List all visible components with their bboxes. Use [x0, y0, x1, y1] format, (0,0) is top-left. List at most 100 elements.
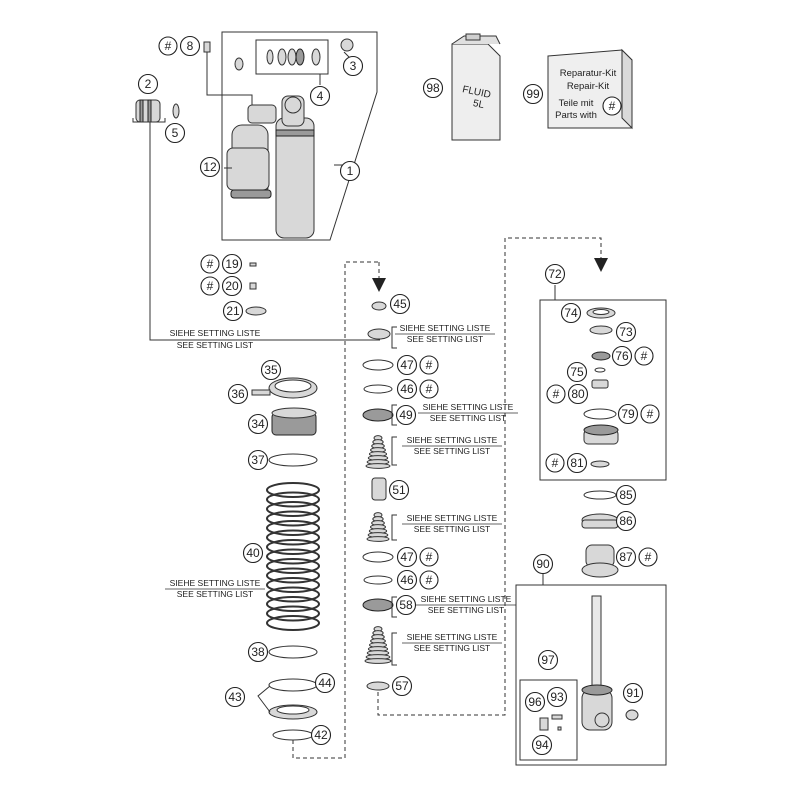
- callout-number: 40: [246, 546, 260, 560]
- hash-symbol: #: [426, 382, 433, 396]
- callout-number: 49: [399, 408, 413, 422]
- callout-number: 37: [251, 453, 265, 467]
- hash-symbol: #: [641, 349, 648, 363]
- repair-kit-title-de: Reparatur-Kit: [560, 68, 617, 79]
- hash-symbol: #: [426, 358, 433, 372]
- callout-45: 45: [389, 293, 411, 315]
- spring-coil: [266, 539, 320, 555]
- callout-number: 2: [145, 77, 152, 91]
- hash-marker-76: #: [634, 346, 654, 366]
- valve-kit-parts: [539, 714, 563, 731]
- hash-marker-46: #: [419, 379, 439, 399]
- setting-list-de: SIEHE SETTING LISTE: [170, 328, 261, 338]
- callout-94: 94: [531, 734, 553, 756]
- setting-list-en: SEE SETTING LIST: [177, 340, 254, 350]
- callout-72: 72: [544, 263, 566, 285]
- callout-number: 21: [226, 304, 240, 318]
- callout-38: 38: [247, 641, 269, 663]
- callout-35: 35: [260, 359, 282, 381]
- callout-90: 90: [532, 553, 554, 575]
- callout-number: 47: [400, 358, 414, 372]
- setting-list-en: SEE SETTING LIST: [414, 446, 491, 456]
- setting-list-de: SIEHE SETTING LISTE: [423, 402, 514, 412]
- callout-8: 8: [179, 35, 201, 57]
- callout-91: 91: [622, 682, 644, 704]
- setting-list-en: SEE SETTING LIST: [428, 605, 505, 615]
- callout-51: 51: [388, 479, 410, 501]
- small-parts-19-21: [245, 262, 267, 316]
- spring-coil: [266, 482, 320, 498]
- callout-number: 47: [400, 550, 414, 564]
- callout-number: 75: [570, 365, 584, 379]
- callout-93: 93: [546, 686, 568, 708]
- callout-number: 36: [231, 387, 245, 401]
- callout-12: 12: [199, 156, 221, 178]
- piston-rod-illustration: [581, 595, 639, 731]
- callout-number: 73: [619, 325, 633, 339]
- setting-list-de: SIEHE SETTING LISTE: [170, 578, 261, 588]
- callout-40: 40: [242, 542, 264, 564]
- callout-number: 51: [392, 483, 406, 497]
- compression-adjuster-box: [539, 299, 667, 481]
- callout-99: 99: [522, 83, 544, 105]
- callout-34: 34: [247, 413, 269, 435]
- callout-80: 80: [567, 383, 589, 405]
- hash-marker-87: #: [638, 547, 658, 567]
- hash-marker-80: #: [546, 384, 566, 404]
- repair-kit-box: Reparatur-Kit Repair-Kit Teile mit Parts…: [547, 48, 633, 130]
- setting-list-de: SIEHE SETTING LISTE: [407, 435, 498, 445]
- callout-76: 76: [611, 345, 633, 367]
- setting-list-de: SIEHE SETTING LISTE: [421, 594, 512, 604]
- callout-75: 75: [566, 361, 588, 383]
- repair-kit-title-en: Repair-Kit: [567, 81, 610, 92]
- callout-number: 34: [251, 417, 265, 431]
- setting-list-de: SIEHE SETTING LISTE: [407, 632, 498, 642]
- callout-42: 42: [310, 724, 332, 746]
- callout-number: 35: [264, 363, 278, 377]
- callout-number: 43: [228, 690, 242, 704]
- callout-number: 90: [536, 557, 550, 571]
- hash-symbol: #: [645, 550, 652, 564]
- hash-symbol: #: [426, 550, 433, 564]
- callout-number: 85: [619, 488, 633, 502]
- hash-marker-8: #: [158, 36, 178, 56]
- spring-coil: [266, 605, 320, 622]
- callout-46: 46: [396, 378, 418, 400]
- callout-number: 8: [187, 39, 194, 53]
- callout-44: 44: [314, 672, 336, 694]
- callout-number: 72: [548, 267, 562, 281]
- spring-coil: [266, 548, 320, 565]
- callout-46: 46: [396, 569, 418, 591]
- hash-marker-47: #: [419, 355, 439, 375]
- adjuster-part: [135, 99, 180, 123]
- callout-number: 57: [395, 679, 409, 693]
- callout-number: 58: [399, 598, 413, 612]
- callout-49: 49: [395, 404, 417, 426]
- callout-number: 42: [314, 728, 328, 742]
- callout-37: 37: [247, 449, 269, 471]
- hash-symbol: #: [165, 39, 172, 53]
- setting-list-label: SIEHE SETTING LISTE SEE SETTING LIST: [170, 328, 261, 350]
- callout-19: 19: [221, 253, 243, 275]
- callout-21: 21: [222, 300, 244, 322]
- callout-20: 20: [221, 275, 243, 297]
- callout-87: 87: [615, 546, 637, 568]
- callout-3: 3: [342, 55, 364, 77]
- spring-group-illustration: [251, 377, 320, 741]
- shim: [365, 463, 391, 469]
- callout-74: 74: [560, 302, 582, 324]
- spring-coil: [266, 501, 320, 517]
- hash-symbol: #: [647, 407, 654, 421]
- shim: [366, 536, 390, 542]
- callout-58: 58: [395, 594, 417, 616]
- hash-marker-81: #: [545, 453, 565, 473]
- callout-number: 87: [619, 550, 633, 564]
- hash-marker-46: #: [419, 570, 439, 590]
- callout-number: 98: [426, 81, 440, 95]
- callout-47: 47: [396, 546, 418, 568]
